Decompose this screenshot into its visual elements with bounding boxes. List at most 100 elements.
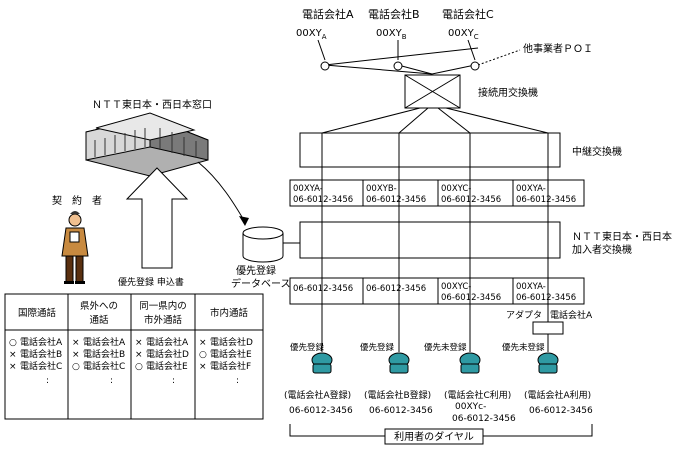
carrier-b-code: 00XYB [376, 28, 407, 41]
form-4-mark-1: × [199, 338, 207, 348]
transit-cell-3-l2: 06-6012-3456 [441, 195, 501, 205]
contractor-person-icon [61, 211, 89, 284]
transit-cell-4-l1: 00XYA- [516, 184, 546, 194]
form-4-text-1: 電話会社D [210, 336, 253, 348]
form-3-mark-1: × [135, 338, 143, 348]
transit-cell-3-l1: 00XYC- [441, 184, 471, 194]
phone-2-status: 優先登録 [360, 342, 395, 353]
form-header-3-l2: 市外通話 [144, 314, 183, 326]
local-cell-1-l1: 06-6012-3456 [293, 284, 353, 294]
phone-4-dial: 06-6012-3456 [529, 406, 593, 416]
local-dial-texts: 06-6012-3456 06-6012-3456 00XYC- 06-6012… [293, 282, 576, 303]
ntt-building-icon [85, 112, 209, 177]
contractor-label: 契 約 者 [52, 194, 102, 207]
form-1-text-2: 電話会社B [20, 348, 62, 360]
form-3-mark-2: × [135, 350, 143, 360]
transit-cell-4-l2: 06-6012-3456 [516, 195, 576, 205]
form-3-mark-3: ○ [135, 362, 143, 372]
form-1-text-3: 電話会社C [20, 360, 62, 372]
phone-3: 優先未登録 [424, 342, 481, 374]
dial-title: 利用者のダイヤル [394, 430, 474, 443]
phone-2-base [389, 363, 409, 374]
form-3-text-2: 電話会社D [146, 348, 189, 360]
carrier-b-name: 電話会社B [368, 7, 420, 21]
phone-1-caption: (電話会社A登録) [284, 389, 351, 401]
poi-label: 他事業者ＰＯＩ [523, 42, 593, 55]
carrier-a: 電話会社A 00XYA [296, 7, 354, 41]
phone-3-caption: (電話会社C利用) [444, 389, 511, 401]
transit-subscriber-links [321, 167, 549, 222]
carrier-c: 電話会社C 00XYC [442, 7, 494, 41]
form-4-text-2: 電話会社E [210, 348, 252, 360]
phone-1-dial: 06-6012-3456 [289, 406, 353, 416]
subscriber-label-1: ＮＴＴ東日本・西日本 [572, 230, 672, 243]
building-db-arrow [197, 161, 246, 223]
phone-4-status: 優先未登録 [502, 342, 545, 353]
local-cell-2-l1: 06-6012-3456 [366, 284, 426, 294]
phone-4: 優先未登録 [502, 342, 559, 374]
form-4-text-3: 電話会社F [210, 360, 251, 372]
db-label-2: データベース [231, 277, 291, 290]
carrier-b: 電話会社B 00XYB [368, 7, 420, 41]
form-2-mark-1: × [72, 338, 80, 348]
poi-node-b [393, 61, 403, 71]
form-4-mark-3: × [199, 362, 207, 372]
phone-1-status: 優先登録 [290, 342, 325, 353]
application-label: 優先登録 申込書 [118, 276, 184, 288]
transit-dial-texts: 00XYA- 06-6012-3456 00XYB- 06-6012-3456 … [293, 184, 576, 205]
phone-4-base [538, 363, 558, 374]
transit-dial-dividers [362, 180, 514, 206]
transit-cell-1-l2: 06-6012-3456 [293, 195, 353, 205]
local-dial-dividers [362, 278, 514, 304]
phone-2: 優先登録 [360, 342, 410, 374]
form-col-2: × 電話会社A × 電話会社B ○ 電話会社C : [72, 336, 126, 386]
form-4-mark-2: ○ [199, 350, 207, 360]
transit-cell-2-l1: 00XYB- [366, 184, 397, 194]
local-cell-4-l1: 00XYA- [516, 282, 546, 292]
db-label-1: 優先登録 [236, 264, 276, 277]
local-cell-4-l2: 06-6012-3456 [516, 293, 576, 303]
ntt-window-label: ＮＴＴ東日本・西日本窓口 [92, 98, 212, 111]
form-col-4: × 電話会社D ○ 電話会社E × 電話会社F : [199, 336, 253, 386]
phone-4-caption: (電話会社A利用) [524, 389, 591, 401]
local-cell-3-l2: 06-6012-3456 [441, 293, 501, 303]
phone-3-dial-1: 00XYc- [455, 402, 486, 412]
form-header-4: 市内通話 [210, 307, 249, 319]
phone-3-status: 優先未登録 [424, 342, 467, 353]
carrier-a-code: 00XYA [296, 28, 327, 41]
form-4-ellipsis: : [236, 376, 239, 386]
subscriber-switch [299, 221, 561, 259]
form-3-ellipsis: : [172, 376, 175, 386]
form-headers: 国際通話 県外への 通話 同一県内の 市外通話 市内通話 [18, 300, 249, 326]
phone-2-caption: (電話会社B登録) [364, 389, 431, 401]
subscriber-label-2: 加入者交換機 [572, 243, 632, 256]
carrier-links [317, 39, 521, 75]
form-col-3: × 電話会社A × 電話会社D ○ 電話会社E : [135, 336, 189, 386]
phone-2-dial: 06-6012-3456 [369, 406, 433, 416]
form-1-ellipsis: : [46, 376, 49, 386]
transit-label: 中継交換機 [572, 145, 622, 158]
dial-title-box [384, 428, 484, 445]
form-2-text-2: 電話会社B [83, 348, 125, 360]
carrier-c-code: 00XYC [448, 28, 479, 41]
form-1-text-1: 電話会社A [20, 336, 63, 348]
carrier-c-name: 電話会社C [442, 7, 494, 21]
poi-node-c [470, 61, 480, 71]
form-3-text-3: 電話会社E [146, 360, 188, 372]
transit-dividers [321, 133, 549, 167]
poi-node-a [320, 61, 330, 71]
phone-captions: (電話会社A登録) (電話会社B登録) (電話会社C利用) (電話会社A利用) … [284, 389, 593, 424]
form-2-ellipsis: : [110, 376, 113, 386]
form-header-2-l1: 県外への [80, 300, 118, 312]
transit-switch [299, 132, 561, 168]
form-grid [5, 294, 263, 419]
subscriber-phone-links [321, 258, 549, 352]
phone-1: 優先登録 [290, 342, 333, 374]
gateway-label: 接続用交換機 [478, 86, 538, 99]
adapter-label: アダプタ [506, 309, 542, 321]
subscriber-dividers [321, 222, 549, 258]
adapter-carrier-label: 電話会社A [550, 309, 593, 321]
phone-1-base [312, 363, 332, 374]
application-arrow [125, 167, 189, 269]
